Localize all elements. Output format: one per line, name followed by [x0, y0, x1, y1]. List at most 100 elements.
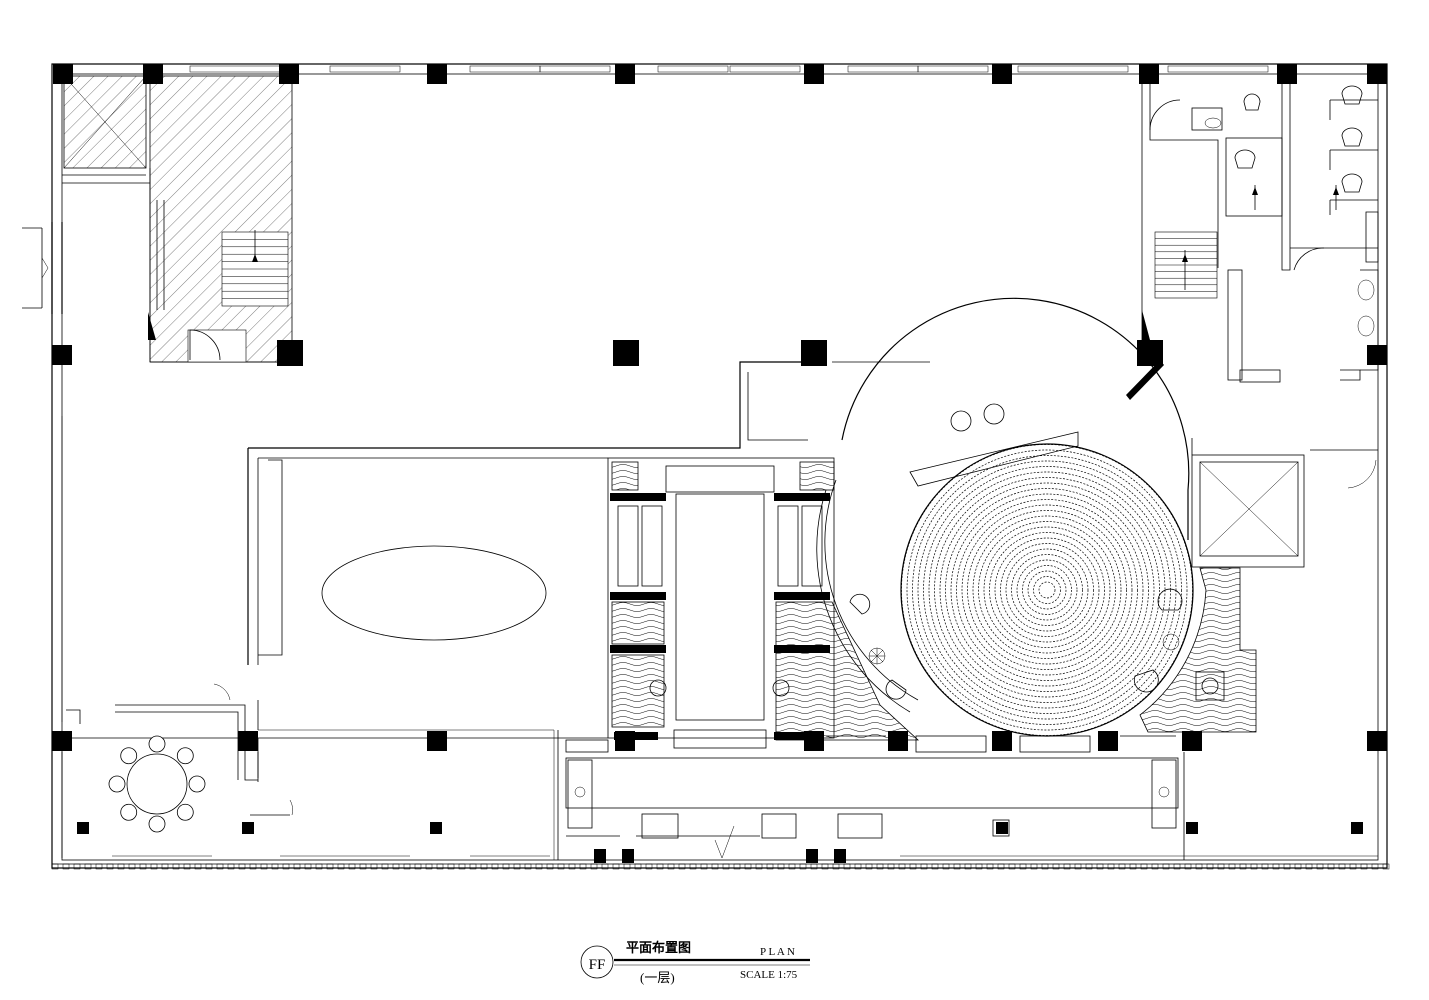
curb-block: [315, 863, 323, 870]
curb-block: [161, 863, 169, 870]
dining-chair: [176, 803, 194, 821]
curb-block: [810, 863, 818, 870]
curb-block: [1140, 863, 1148, 870]
curb-block: [139, 863, 147, 870]
curb-block: [282, 863, 290, 870]
round-stage: [816, 297, 1194, 737]
toilet-icon: [1234, 85, 1363, 193]
curb-block: [645, 863, 653, 870]
curb-block: [1107, 863, 1115, 870]
curb-block: [293, 863, 301, 870]
curb-block: [832, 863, 840, 870]
curb-block: [942, 863, 950, 870]
curb-block: [1085, 863, 1093, 870]
bottom-curb: [51, 863, 1390, 870]
curb-block: [590, 863, 598, 870]
dining-chair: [108, 775, 126, 793]
stage-ring: [989, 532, 1105, 648]
restrooms: [1126, 84, 1379, 400]
sink-icon: [1191, 107, 1223, 131]
curb-block: [1074, 863, 1082, 870]
dining-chair: [120, 747, 138, 765]
curb-block: [194, 863, 202, 870]
curb-block: [975, 863, 983, 870]
plan-title: 平面布置图: [626, 940, 691, 955]
door-swing-icon: [189, 329, 221, 361]
stage-ring: [1000, 543, 1094, 637]
curb-block: [1250, 863, 1258, 870]
curb-block: [337, 863, 345, 870]
stage-ring: [1022, 565, 1072, 615]
curb-block: [744, 863, 752, 870]
curb-block: [425, 863, 433, 870]
curb-block: [1239, 863, 1247, 870]
curb-block: [502, 863, 510, 870]
curb-block: [964, 863, 972, 870]
curb-block: [1019, 863, 1027, 870]
curb-block: [1195, 863, 1203, 870]
curb-block: [546, 863, 554, 870]
curb-block: [51, 863, 59, 870]
curb-block: [931, 863, 939, 870]
curb-block: [150, 863, 158, 870]
curb-block: [1030, 863, 1038, 870]
stage-ring: [983, 526, 1111, 654]
private-dining-room: [66, 683, 293, 833]
circular-stage-floor: [900, 443, 1194, 737]
curb-block: [1338, 863, 1346, 870]
curb-block: [447, 863, 455, 870]
curb-block: [689, 863, 697, 870]
curb-block: [1052, 863, 1060, 870]
curb-block: [513, 863, 521, 870]
stage-ring: [1005, 548, 1089, 632]
west-stair-core: [62, 75, 298, 363]
curb-block: [579, 863, 587, 870]
curb-block: [381, 863, 389, 870]
curb-block: [667, 863, 675, 870]
curb-block: [458, 863, 466, 870]
curb-block: [1327, 863, 1335, 870]
south-corridor: [61, 730, 1378, 860]
curb-block: [788, 863, 796, 870]
curb-block: [1294, 863, 1302, 870]
title-block: FF 平面布置图 P L A N (一层) SCALE 1:75: [580, 940, 810, 985]
curb-block: [1129, 863, 1137, 870]
curb-block: [1096, 863, 1104, 870]
dining-chair: [188, 775, 206, 793]
west-entrance: [22, 222, 63, 314]
curb-block: [1316, 863, 1324, 870]
curb-block: [799, 863, 807, 870]
curb-block: [73, 863, 81, 870]
stage-ring: [928, 471, 1166, 709]
curb-block: [1162, 863, 1170, 870]
curb-block: [1371, 863, 1379, 870]
curb-block: [733, 863, 741, 870]
stage-ring: [906, 449, 1188, 731]
curb-block: [95, 863, 103, 870]
curb-block: [557, 863, 565, 870]
curb-block: [909, 863, 917, 870]
stage-ring: [1027, 570, 1067, 610]
center-bar: [607, 457, 920, 749]
curb-block: [997, 863, 1005, 870]
curb-block: [436, 863, 444, 870]
stage-ring: [923, 466, 1171, 714]
curb-block: [1360, 863, 1368, 870]
curb-block: [623, 863, 631, 870]
stage-edge: [900, 443, 1194, 737]
curb-block: [854, 863, 862, 870]
plan-title-en: P L A N: [760, 946, 795, 958]
curb-block: [392, 863, 400, 870]
curb-block: [205, 863, 213, 870]
stair-arrow-icon: [252, 254, 258, 262]
table-chair-icon: [126, 753, 188, 815]
curb-block: [117, 863, 125, 870]
lounge-rug: [321, 545, 547, 641]
curb-block: [656, 863, 664, 870]
curb-block: [216, 863, 224, 870]
floor-label: (一层): [640, 970, 675, 985]
central-walls: [61, 361, 930, 860]
elevator-x-icon: [1199, 461, 1299, 557]
curb-block: [986, 863, 994, 870]
curb-block: [601, 863, 609, 870]
